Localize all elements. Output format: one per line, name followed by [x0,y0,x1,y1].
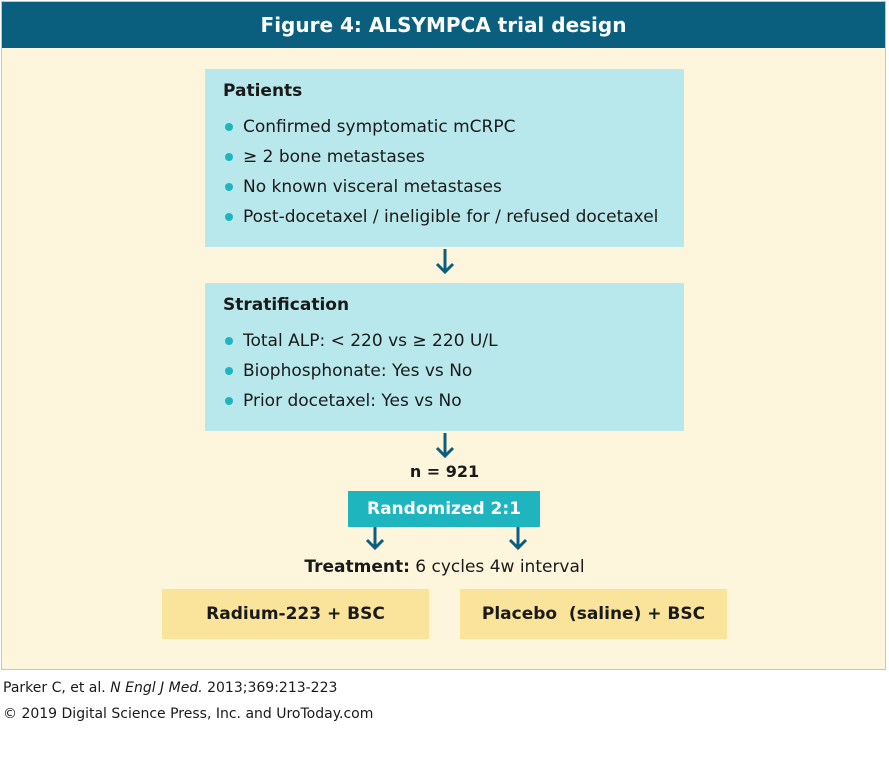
list-item: Biophosphonate: Yes vs No [223,356,666,386]
arrow-down-icon [365,527,385,551]
treatment-detail: 6 cycles 4w interval [409,557,585,577]
list-item: Confirmed symptomatic mCRPC [223,112,666,142]
bullet-icon [225,213,233,221]
treatment-text: Treatment: 6 cycles 4w interval [0,557,889,577]
stratification-box: Stratification Total ALP: < 220 vs ≥ 220… [205,283,684,431]
patients-item-3: No known visceral metastases [243,177,502,197]
arm-radium: Radium-223 + BSC [162,589,429,639]
bullet-icon [225,337,233,345]
arrow-down-icon [435,249,455,275]
citation-suffix: 2013;369:213-223 [202,680,338,696]
list-item: Total ALP: < 220 vs ≥ 220 U/L [223,326,666,356]
treatment-label: Treatment: [304,557,410,577]
figure-title: Figure 4: ALSYMPCA trial design [2,2,885,48]
stratification-item-3: Prior docetaxel: Yes vs No [243,391,462,411]
patients-item-1: Confirmed symptomatic mCRPC [243,117,516,137]
list-item: Prior docetaxel: Yes vs No [223,386,666,416]
sample-size-label: n = 921 [409,462,480,481]
bullet-icon [225,397,233,405]
patients-box: Patients Confirmed symptomatic mCRPC ≥ 2… [205,69,684,247]
bullet-icon [225,123,233,131]
citation-prefix: Parker C, et al. [3,680,111,696]
randomized-box: Randomized 2:1 [348,491,540,527]
patients-item-4: Post-docetaxel / ineligible for / refuse… [243,207,659,227]
copyright: © 2019 Digital Science Press, Inc. and U… [3,706,374,722]
patients-title: Patients [223,81,303,101]
arrow-down-icon [508,527,528,551]
patients-list: Confirmed symptomatic mCRPC ≥ 2 bone met… [223,112,666,232]
list-item: Post-docetaxel / ineligible for / refuse… [223,202,666,232]
arm-placebo: Placebo (saline) + BSC [460,589,727,639]
arrow-down-icon [435,433,455,459]
citation: Parker C, et al. N Engl J Med. 2013;369:… [3,680,337,696]
stratification-title: Stratification [223,295,350,315]
stratification-list: Total ALP: < 220 vs ≥ 220 U/L Biophospho… [223,326,666,416]
citation-journal: N Engl J Med. [110,680,203,696]
list-item: ≥ 2 bone metastases [223,142,666,172]
stratification-item-2: Biophosphonate: Yes vs No [243,361,473,381]
bullet-icon [225,153,233,161]
patients-item-2: ≥ 2 bone metastases [243,147,425,167]
list-item: No known visceral metastases [223,172,666,202]
bullet-icon [225,367,233,375]
bullet-icon [225,183,233,191]
stratification-item-1: Total ALP: < 220 vs ≥ 220 U/L [243,331,498,351]
